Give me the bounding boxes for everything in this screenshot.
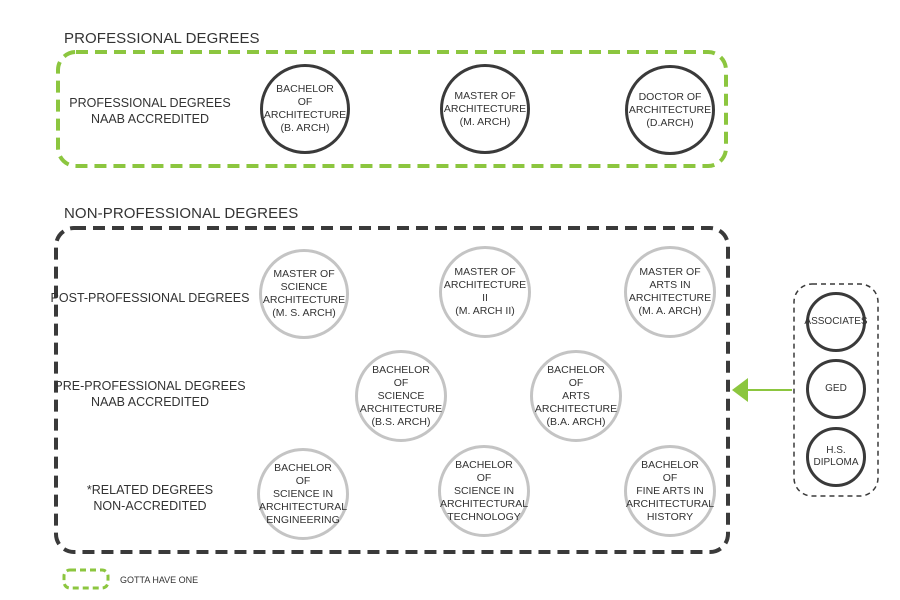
degree-bachelor-of-fine-arts-architectural-history: BACHELOR OF FINE ARTS IN ARCHITECTURAL H… bbox=[624, 445, 716, 537]
degree-master-of-science-architecture: MASTER OF SCIENCE ARCHITECTURE (M. S. AR… bbox=[259, 249, 349, 339]
pre-professional-row-label: PRE-PROFESSIONAL DEGREES NAAB ACCREDITED bbox=[54, 379, 246, 409]
prerequisite-hs-diploma: H.S. DIPLOMA bbox=[806, 427, 866, 487]
professional-row-label: PROFESSIONAL DEGREES NAAB ACCREDITED bbox=[69, 96, 231, 126]
degree-bachelor-of-science-architectural-engineering: BACHELOR OF SCIENCE IN ARCHITECTURAL ENG… bbox=[257, 448, 349, 540]
legend-label: GOTTA HAVE ONE bbox=[120, 575, 199, 585]
related-degrees-row-label: *RELATED DEGREES NON-ACCREDITED bbox=[86, 483, 214, 513]
degree-master-of-architecture: MASTER OF ARCHITECTURE (M. ARCH) bbox=[440, 64, 530, 154]
degree-bachelor-of-science-architectural-technology: BACHELOR OF SCIENCE IN ARCHITECTURAL TEC… bbox=[438, 445, 530, 537]
professional-section-title: PROFESSIONAL DEGREES bbox=[64, 30, 260, 47]
non-professional-degrees-box bbox=[54, 226, 730, 554]
legend-swatch bbox=[62, 568, 110, 590]
degree-bachelor-of-arts-architecture: BACHELOR OF ARTS ARCHITECTURE (B.A. ARCH… bbox=[530, 350, 622, 442]
prerequisite-associates: ASSOCIATES bbox=[804, 292, 868, 352]
degree-master-of-architecture-ii: MASTER OF ARCHITECTURE II (M. ARCH II) bbox=[439, 246, 531, 338]
professional-degrees-box bbox=[56, 50, 728, 168]
degree-doctor-of-architecture: DOCTOR OF ARCHITECTURE (D.ARCH) bbox=[625, 65, 715, 155]
post-professional-row-label: POST-PROFESSIONAL DEGREES bbox=[50, 291, 250, 305]
non-professional-section-title: NON-PROFESSIONAL DEGREES bbox=[64, 205, 299, 222]
arrow-left-icon bbox=[730, 376, 792, 404]
degree-master-of-arts-in-architecture: MASTER OF ARTS IN ARCHITECTURE (M. A. AR… bbox=[624, 246, 716, 338]
degree-bachelor-of-science-architecture: BACHELOR OF SCIENCE ARCHITECTURE (B.S. A… bbox=[355, 350, 447, 442]
prerequisites-box bbox=[793, 283, 879, 497]
prerequisite-ged: GED bbox=[806, 359, 866, 419]
degree-bachelor-of-architecture: BACHELOR OF ARCHITECTURE (B. ARCH) bbox=[260, 64, 350, 154]
